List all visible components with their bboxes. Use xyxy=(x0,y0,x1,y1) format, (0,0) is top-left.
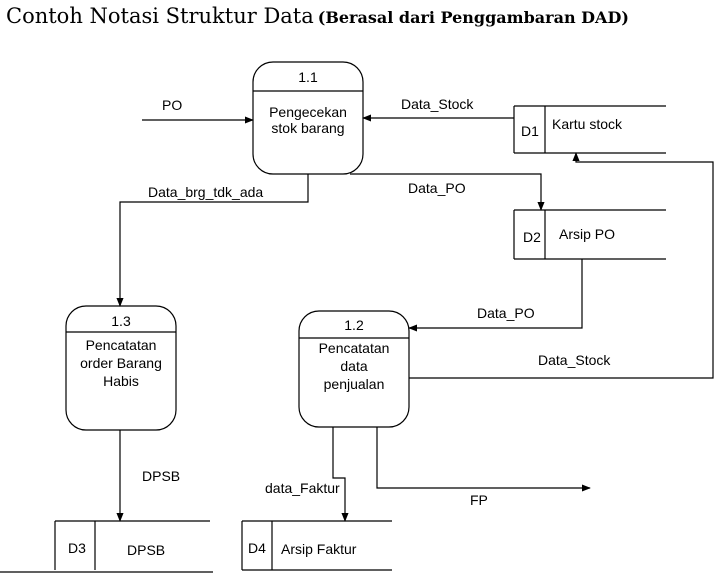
title-main: Contoh Notasi Struktur Data xyxy=(6,4,314,28)
flow-data-stock-out: Data_Stock xyxy=(409,152,714,379)
flow-data-faktur-label: data_Faktur xyxy=(265,480,340,496)
process-1-1-label-line1: Pengecekan xyxy=(269,104,347,120)
data-store-d1-id: D1 xyxy=(521,123,539,139)
process-1-2-number: 1.2 xyxy=(344,317,364,333)
data-store-d1: D1 Kartu stock xyxy=(513,105,666,154)
flow-fp: FP xyxy=(376,427,591,508)
flow-data-po-to-p12: Data_PO xyxy=(408,259,583,332)
flow-fp-label: FP xyxy=(470,492,488,508)
process-1-1-number: 1.1 xyxy=(298,69,318,85)
process-1-3: 1.3 Pencatatan order Barang Habis xyxy=(65,305,177,431)
data-store-d2-id: D2 xyxy=(523,229,541,245)
process-1-1-label-line2: stok barang xyxy=(271,120,344,136)
flow-data-stock-in-label: Data_Stock xyxy=(401,96,474,112)
flow-dpsb-label: DPSB xyxy=(142,468,180,484)
flow-data-faktur: data_Faktur xyxy=(265,427,349,522)
data-store-d3-name: DPSB xyxy=(127,542,165,558)
flow-data-stock-out-label: Data_Stock xyxy=(538,352,611,368)
data-store-d4-name: Arsip Faktur xyxy=(281,541,357,557)
process-1-2-label-line1: Pencatatan xyxy=(319,340,390,356)
flow-data-po-to-d2-label: Data_PO xyxy=(408,180,466,196)
diagram-title: Contoh Notasi Struktur Data(Berasal dari… xyxy=(6,4,629,28)
process-1-2: 1.2 Pencatatan data penjualan xyxy=(298,310,410,428)
flow-data-stock-in: Data_Stock xyxy=(362,96,514,122)
data-store-d4-id: D4 xyxy=(248,540,266,556)
process-1-3-number: 1.3 xyxy=(111,313,131,329)
flow-po: PO xyxy=(142,97,254,124)
process-1-3-label-line3: Habis xyxy=(103,373,139,389)
flow-data-brg-tdk-ada: Data_brg_tdk_ada xyxy=(116,174,309,307)
process-1-1: 1.1 Pengecekan stok barang xyxy=(252,61,364,175)
flow-data-brg-tdk-ada-label: Data_brg_tdk_ada xyxy=(148,184,263,200)
data-store-d1-name: Kartu stock xyxy=(552,116,623,132)
flow-data-po-to-d2: Data_PO xyxy=(350,173,545,211)
data-store-d2-name: Arsip PO xyxy=(559,226,615,242)
data-store-d4: D4 Arsip Faktur xyxy=(241,520,392,571)
process-1-2-label-line3: penjualan xyxy=(324,376,385,392)
data-store-d2: D2 Arsip PO xyxy=(513,209,666,260)
title-sub: (Berasal dari Penggambaran DAD) xyxy=(317,8,629,27)
data-store-d3: D3 DPSB xyxy=(0,520,213,573)
flow-po-label: PO xyxy=(162,97,182,113)
process-1-3-label-line2: order Barang xyxy=(80,355,162,371)
flow-dpsb: DPSB xyxy=(116,430,180,522)
flow-data-po-to-p12-label: Data_PO xyxy=(477,305,535,321)
process-1-2-label-line2: data xyxy=(340,358,367,374)
data-store-d3-id: D3 xyxy=(68,540,86,556)
process-1-3-label-line1: Pencatatan xyxy=(86,337,157,353)
